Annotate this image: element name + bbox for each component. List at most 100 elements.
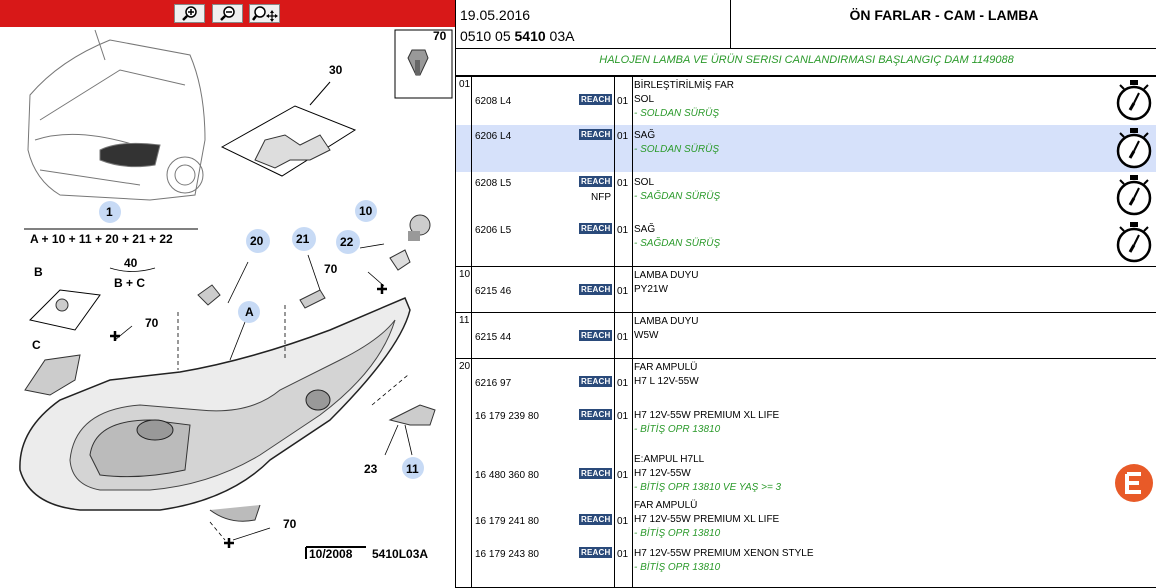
description-note: - SOLDAN SÜRÜŞ bbox=[634, 108, 720, 119]
parts-diagram: 70 30 1 A + 10 + 11 + 20 + 21 + 22 10 20… bbox=[19, 29, 453, 561]
zoom-out-icon bbox=[219, 5, 235, 21]
reach-badge: REACH bbox=[579, 547, 613, 558]
page-title: ÖN FARLAR - CAM - LAMBA bbox=[730, 0, 1156, 48]
description-line: E:AMPUL H7LL bbox=[634, 454, 705, 465]
headlamp-illustration bbox=[19, 297, 411, 522]
quantity: 01 bbox=[617, 225, 629, 236]
stopwatch-icon[interactable] bbox=[1114, 79, 1154, 126]
quantity: 01 bbox=[617, 131, 629, 142]
description-note: - SAĞDAN SÜRÜŞ bbox=[634, 191, 721, 202]
code-bold: 5410 bbox=[514, 28, 546, 44]
zoom-in-button[interactable] bbox=[174, 4, 205, 23]
code-prefix: 0510 05 bbox=[460, 28, 515, 44]
part-reference[interactable]: 6206 L5 bbox=[475, 225, 512, 236]
description-note: - SOLDAN SÜRÜŞ bbox=[634, 144, 720, 155]
part-reference[interactable]: 16 480 360 80 bbox=[475, 470, 539, 481]
description-line: H7 12V-55W PREMIUM XL LIFE bbox=[634, 514, 780, 525]
e-brand-icon[interactable] bbox=[1114, 463, 1154, 508]
reach-badge: REACH bbox=[579, 284, 613, 295]
stopwatch-icon[interactable] bbox=[1114, 174, 1154, 221]
part-description: FAR AMPULÜ H7 12V-55W PREMIUM XL LIFE - Bİ… bbox=[634, 499, 779, 541]
description-note: - BİTİŞ OPR 13810 bbox=[634, 424, 721, 435]
diagram-ref: 5410L03A bbox=[372, 547, 428, 561]
reach-badge: REACH bbox=[579, 376, 613, 387]
table-row[interactable]: 16 480 360 80 REACH 01 E:AMPUL H7LL H7 12V-5… bbox=[456, 451, 1156, 502]
table-row[interactable]: 16 179 241 80 REACH 01 FAR AMPULÜ H7 12V-55W… bbox=[456, 497, 1156, 543]
part-description: H7 12V-55W PREMIUM XENON STYLE - BİTİŞ OP… bbox=[634, 547, 814, 575]
label-70-a: 70 bbox=[324, 262, 338, 276]
bulb-10-icon bbox=[408, 214, 431, 241]
label-11: 11 bbox=[406, 462, 419, 476]
part-reference[interactable]: 6208 L4 bbox=[475, 96, 512, 107]
table-row[interactable]: 16 179 243 80 REACH 01 H7 12V-55W PREMIUM X… bbox=[456, 543, 1156, 588]
label-A: A bbox=[245, 305, 254, 319]
parts-list-panel: 19.05.2016 0510 05 5410 03A ÖN FARLAR - … bbox=[455, 0, 1156, 588]
header-code: 0510 05 5410 03A bbox=[460, 28, 574, 44]
description-line: H7 12V-55W bbox=[634, 468, 691, 479]
description-line: W5W bbox=[634, 330, 659, 341]
description-note: - BİTİŞ OPR 13810 bbox=[634, 528, 721, 539]
diagram-panel: 70 30 1 A + 10 + 11 + 20 + 21 + 22 10 20… bbox=[0, 0, 455, 588]
bulb-22-icon bbox=[389, 249, 411, 271]
part-reference[interactable]: 6215 46 bbox=[475, 286, 512, 297]
part-reference[interactable]: 16 179 243 80 bbox=[475, 549, 539, 560]
label-10: 10 bbox=[359, 204, 373, 218]
zoom-out-button[interactable] bbox=[212, 4, 243, 23]
description-line: FAR AMPULÜ bbox=[634, 362, 698, 373]
zoom-move-icon bbox=[251, 5, 278, 22]
part-reference[interactable]: 6215 44 bbox=[475, 332, 512, 343]
part-reference[interactable]: 6216 97 bbox=[475, 378, 512, 389]
bulb-20-icon bbox=[197, 284, 221, 306]
part-reference[interactable]: 16 179 239 80 bbox=[475, 411, 539, 422]
label-bc: B + C bbox=[114, 276, 145, 290]
code-suffix: 03A bbox=[545, 28, 575, 44]
quantity: 01 bbox=[617, 516, 629, 527]
description-note: - BİTİŞ OPR 13810 VE YAŞ >= 3 bbox=[634, 482, 782, 493]
quantity: 01 bbox=[617, 411, 629, 422]
part-description: SOL- SAĞDAN SÜRÜŞ bbox=[634, 176, 720, 204]
reach-badge: REACH bbox=[579, 129, 613, 140]
label-70-c: 70 bbox=[283, 517, 297, 531]
zoom-toolbar bbox=[0, 0, 455, 27]
part-description: FAR AMPULÜ H7 L 12V-55W bbox=[634, 361, 699, 389]
group-number: 20 bbox=[459, 361, 471, 372]
reach-badge: REACH bbox=[579, 330, 613, 341]
description-line: BİRLEŞTİRİLMİŞ FAR bbox=[634, 80, 735, 91]
stopwatch-icon[interactable] bbox=[1114, 221, 1154, 268]
quantity: 01 bbox=[617, 549, 629, 560]
reach-badge: REACH bbox=[579, 514, 613, 525]
quantity: 01 bbox=[617, 470, 629, 481]
description-note: - BİTİŞ OPR 13810 bbox=[634, 562, 721, 573]
label-70-b: 70 bbox=[145, 316, 159, 330]
part-reference[interactable]: 6206 L4 bbox=[475, 131, 512, 142]
description-note: - SAĞDAN SÜRÜŞ bbox=[634, 238, 721, 249]
zoom-move-button[interactable] bbox=[249, 4, 280, 23]
label-70-box: 70 bbox=[433, 29, 447, 43]
reach-badge: REACH bbox=[579, 223, 613, 234]
part-reference[interactable]: 16 179 241 80 bbox=[475, 516, 539, 527]
part-reference[interactable]: 6208 L5 bbox=[475, 178, 512, 189]
description-line: H7 12V-55W PREMIUM XENON STYLE bbox=[634, 548, 814, 559]
label-formula: A + 10 + 11 + 20 + 21 + 22 bbox=[30, 232, 173, 246]
bulb-11-icon bbox=[388, 404, 436, 426]
description-line: H7 L 12V-55W bbox=[634, 376, 699, 387]
stopwatch-icon[interactable] bbox=[1114, 127, 1154, 174]
description-line: FAR AMPULÜ bbox=[634, 500, 698, 511]
reach-badge: REACH bbox=[579, 468, 613, 479]
group-number: 10 bbox=[459, 269, 471, 280]
